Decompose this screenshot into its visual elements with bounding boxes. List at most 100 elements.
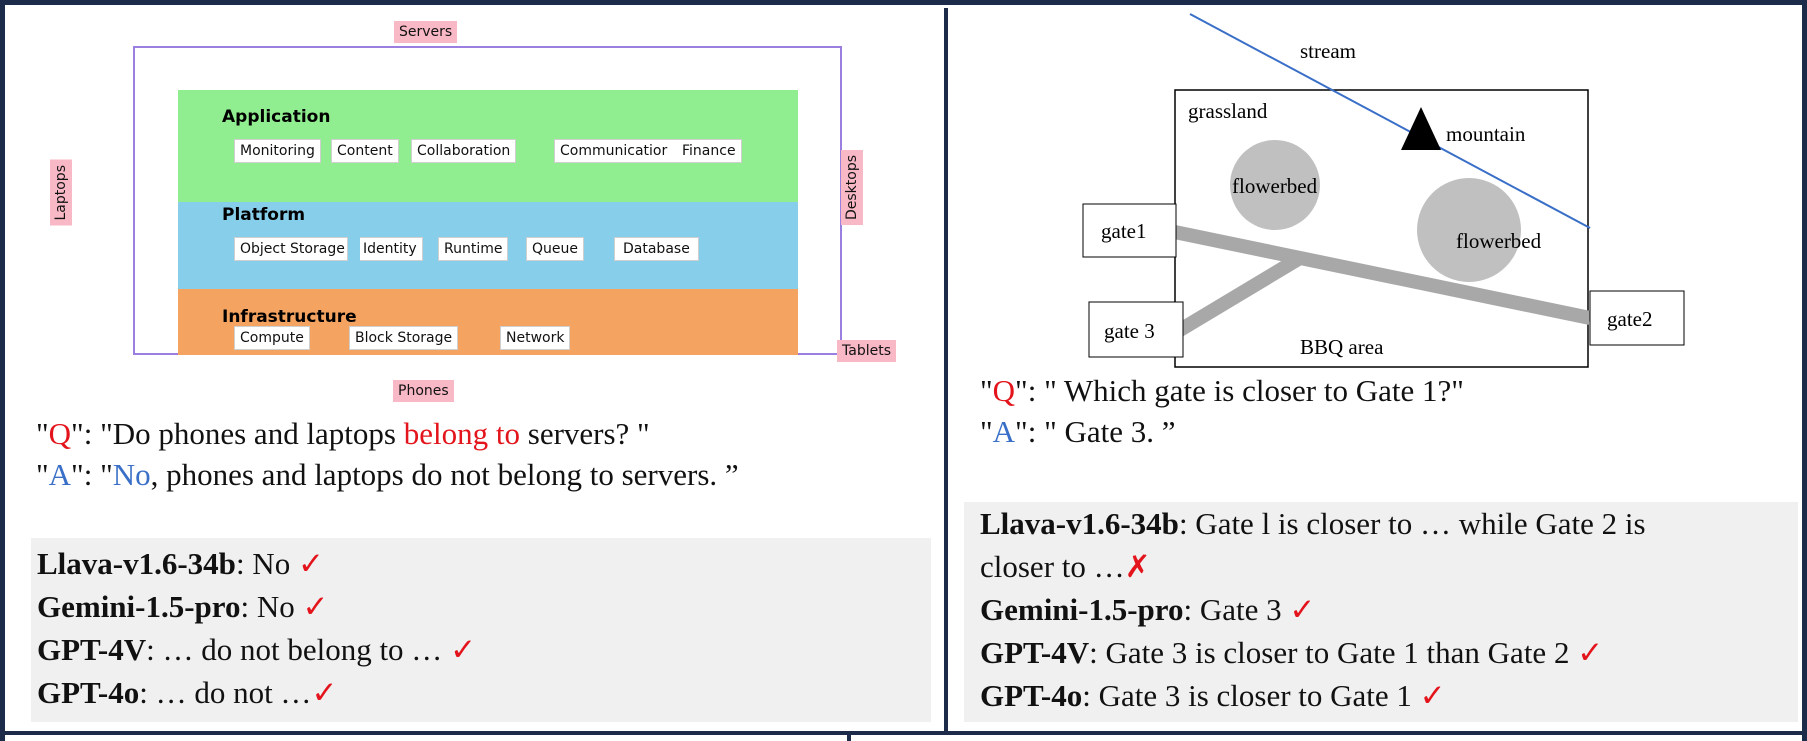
model-answer-row-cont: closer to …✗ xyxy=(980,545,1782,588)
a-open: " xyxy=(980,414,993,449)
q-text: ": "Do phones and laptops xyxy=(71,416,404,451)
a-end: , phones and laptops do not belong to se… xyxy=(150,457,739,492)
q-open: " xyxy=(36,416,49,451)
path-to-gate3 xyxy=(1176,251,1304,337)
flowerbed-1-shape xyxy=(1230,140,1320,230)
model-answer-text: : Gate 3 is closer to Gate 1 than Gate 2 xyxy=(1089,635,1578,670)
flowerbed-2-label: flowerbed xyxy=(1456,229,1542,253)
model-answer-text: : No xyxy=(240,589,303,624)
chip-compute: Compute xyxy=(234,326,310,350)
left-answer: "A": "No, phones and laptops do not belo… xyxy=(36,456,739,494)
check-icon: ✓ xyxy=(450,632,477,667)
chip-queue: Queue xyxy=(526,237,584,261)
chip-runtime: Runtime xyxy=(438,237,509,261)
mountain-label: mountain xyxy=(1446,122,1526,146)
stream-label: stream xyxy=(1300,39,1356,63)
label-tablets: Tablets xyxy=(837,340,896,362)
panel-divider xyxy=(944,8,948,732)
model-name: GPT-4o xyxy=(37,675,140,710)
model-answer-text: : Gate 3 is closer to Gate 1 xyxy=(1082,678,1420,713)
layer-title-platform: Platform xyxy=(222,205,306,225)
model-answer-text: : No xyxy=(235,546,298,581)
a-letter: A xyxy=(992,414,1016,449)
model-name: GPT-4V xyxy=(980,635,1090,670)
left-question: "Q": "Do phones and laptops belong to se… xyxy=(36,415,650,453)
right-model-answers: Llava-v1.6-34b: Gate l is closer to … wh… xyxy=(964,502,1798,722)
model-name: Gemini-1.5-pro xyxy=(980,592,1184,627)
gate1-label: gate1 xyxy=(1101,219,1146,243)
gate3-box xyxy=(1088,301,1184,358)
a-text: ": " xyxy=(71,457,113,492)
q-end: servers? " xyxy=(520,416,650,451)
path-gate1-gate2 xyxy=(1163,223,1592,325)
gate1-box xyxy=(1082,203,1177,258)
model-answer-row: Llava-v1.6-34b: No ✓ xyxy=(37,542,925,585)
chip-collaboration: Collaboration xyxy=(411,139,517,163)
check-icon: ✓ xyxy=(297,546,324,581)
check-icon: ✓ xyxy=(311,675,338,710)
label-servers: Servers xyxy=(394,21,458,43)
model-answer-row: GPT-4o: Gate 3 is closer to Gate 1 ✓ xyxy=(980,674,1782,717)
gate3-label: gate 3 xyxy=(1104,319,1155,343)
layer-title-application: Application xyxy=(222,107,331,127)
q-letter: Q xyxy=(992,373,1016,408)
model-answer-row: Llava-v1.6-34b: Gate l is closer to … wh… xyxy=(980,502,1782,545)
model-name: Llava-v1.6-34b xyxy=(37,546,236,581)
q-letter: Q xyxy=(48,416,72,451)
gate2-label: gate2 xyxy=(1607,307,1652,331)
model-answer-text: : … do not belong to … xyxy=(146,632,451,667)
chip-communication: Communicatior xyxy=(554,139,683,163)
left-model-answers: Llava-v1.6-34b: No ✓ Gemini-1.5-pro: No … xyxy=(31,538,931,722)
model-answer-row: GPT-4V: … do not belong to … ✓ xyxy=(37,628,925,671)
label-phones: Phones xyxy=(393,380,454,402)
chip-object-storage: Object Storage xyxy=(234,237,348,261)
model-answer-text: : Gate l is closer to … while Gate 2 is xyxy=(1178,506,1646,541)
chip-finance: Finance xyxy=(677,139,742,163)
model-answer-row: Gemini-1.5-pro: Gate 3 ✓ xyxy=(980,588,1782,631)
model-name: Gemini-1.5-pro xyxy=(37,589,241,624)
model-answer-row: GPT-4o: … do not …✓ xyxy=(37,671,925,714)
label-laptops: Laptops xyxy=(50,160,72,226)
next-row-divider xyxy=(847,731,851,741)
model-answer-text: : Gate 3 xyxy=(1183,592,1290,627)
label-desktops: Desktops xyxy=(841,150,863,226)
check-icon: ✓ xyxy=(302,589,329,624)
grassland-label: grassland xyxy=(1188,99,1268,123)
bbq-label: BBQ area xyxy=(1300,335,1384,359)
a-highlight: No xyxy=(112,457,151,492)
layer-title-infrastructure: Infrastructure xyxy=(222,307,357,327)
model-answer-text: closer to … xyxy=(980,549,1125,584)
chip-database: Database xyxy=(614,237,699,261)
chip-monitoring: Monitoring xyxy=(234,139,321,163)
bottom-divider xyxy=(0,731,1807,735)
right-question: "Q": " Which gate is closer to Gate 1?" xyxy=(980,372,1464,410)
chip-identity: Identity xyxy=(360,237,423,261)
model-answer-row: GPT-4V: Gate 3 is closer to Gate 1 than … xyxy=(980,631,1782,674)
cross-icon: ✗ xyxy=(1124,549,1151,584)
park-map: stream grassland mountain flowerbed flow… xyxy=(1082,13,1685,368)
model-name: Llava-v1.6-34b xyxy=(980,506,1179,541)
q-open: " xyxy=(980,373,993,408)
check-icon: ✓ xyxy=(1577,635,1604,670)
model-answer-row: Gemini-1.5-pro: No ✓ xyxy=(37,585,925,628)
q-highlight: belong to xyxy=(403,416,520,451)
q-text: ": " Which gate is closer to Gate 1?" xyxy=(1015,373,1464,408)
chip-block-storage: Block Storage xyxy=(349,326,459,350)
model-name: GPT-4V xyxy=(37,632,147,667)
check-icon: ✓ xyxy=(1289,592,1316,627)
check-icon: ✓ xyxy=(1419,678,1446,713)
chip-content: Content xyxy=(331,139,399,163)
right-answer: "A": " Gate 3. ” xyxy=(980,413,1176,451)
mountain-icon xyxy=(1401,107,1441,150)
gate2-box xyxy=(1589,290,1685,346)
chip-network: Network xyxy=(500,326,571,350)
flowerbed-1-label: flowerbed xyxy=(1232,174,1318,198)
model-name: GPT-4o xyxy=(980,678,1083,713)
model-answer-text: : … do not … xyxy=(139,675,312,710)
a-letter: A xyxy=(48,457,72,492)
flowerbed-2-shape xyxy=(1417,178,1521,282)
a-text: ": " Gate 3. ” xyxy=(1015,414,1176,449)
stream-line xyxy=(1189,13,1591,229)
a-open: " xyxy=(36,457,49,492)
